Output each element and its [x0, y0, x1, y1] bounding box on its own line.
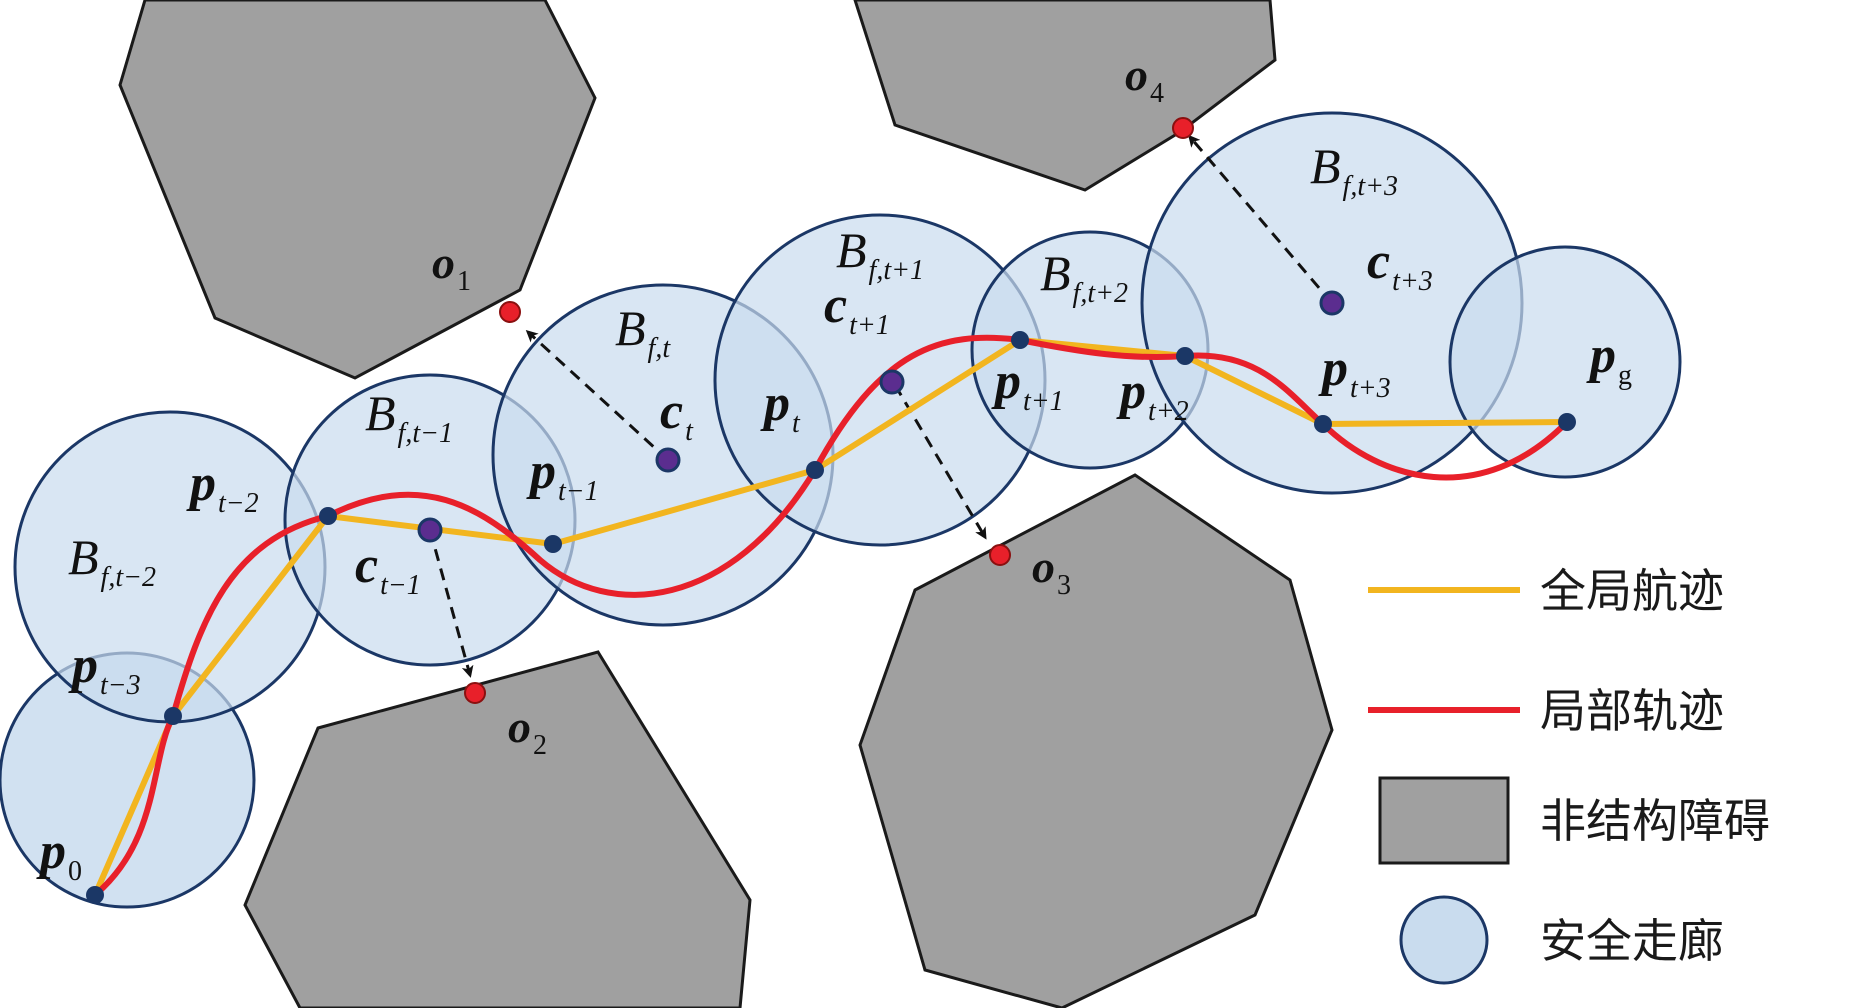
obstacles: [118, 0, 1334, 1008]
label-pt-2: pt−2: [186, 455, 259, 519]
center-ct3: [1319, 290, 1345, 316]
label-p0: p0: [36, 823, 82, 887]
obstacle-polygon-3: [243, 650, 752, 1008]
waypoint-pt: [806, 461, 824, 479]
contact-o3: [989, 544, 1011, 566]
waypoint-pt-3: [164, 707, 182, 725]
waypoints: [86, 331, 1576, 904]
label-ct+3: ct+3: [1367, 233, 1433, 297]
label-Bt: Bf,t: [615, 300, 671, 364]
legend-obstacle-label: 非结构障碍: [1540, 794, 1770, 848]
legend-local-path-label: 局部轨迹: [1540, 684, 1724, 738]
legend-obstacle-swatch: [1378, 776, 1510, 865]
corridor-circle-goal: [1448, 245, 1682, 479]
label-pg: pg: [1586, 327, 1632, 391]
label-o3: o3: [1032, 541, 1071, 601]
legend-corridor-swatch: [1399, 895, 1489, 985]
label-o4: o4: [1125, 49, 1164, 109]
arrow-ct3-to-o4: [1188, 134, 1334, 304]
legend-corridor-label: 安全走廊: [1540, 914, 1724, 968]
label-pt+2: pt+2: [1116, 363, 1189, 427]
waypoint-pt-2: [319, 507, 337, 525]
obstacle-polygon-1: [118, 0, 597, 380]
contact-o4: [1172, 117, 1194, 139]
label-pt: pt: [760, 375, 801, 439]
label-pt+3: pt+3: [1318, 340, 1391, 404]
obstacle-polygon-4: [858, 473, 1334, 1008]
label-Bt+1: Bf,t+1: [836, 222, 924, 286]
corridor-circle-t-2: [13, 410, 327, 724]
label-ct+1: ct+1: [824, 277, 890, 341]
waypoint-p0: [86, 886, 104, 904]
label-Bt-2: Bf,t−2: [68, 529, 156, 593]
local-trajectory: [93, 334, 1570, 898]
arrow-ct-1-to-o2: [428, 529, 474, 678]
arrow-ct-to-o1: [525, 329, 670, 462]
label-ct-1: ct−1: [355, 537, 421, 601]
waypoint-pg: [1558, 413, 1576, 431]
waypoint-pt-1: [544, 535, 562, 553]
waypoint-pt+3: [1314, 415, 1332, 433]
label-pt-1: pt−1: [526, 443, 599, 507]
label-ct: ct: [660, 383, 694, 447]
legend-global-path-label: 全局航迹: [1540, 564, 1724, 618]
label-Bt-1: Bf,t−1: [365, 385, 453, 449]
center-ct: [655, 447, 681, 473]
center-ct-1: [417, 517, 443, 543]
label-pt+1: pt+1: [991, 353, 1064, 417]
label-o1: o1: [432, 237, 471, 297]
label-o2: o2: [508, 701, 547, 761]
label-Bt+3: Bf,t+3: [1310, 138, 1398, 202]
corridor-centers: [417, 290, 1345, 543]
legend: 全局航迹 局部轨迹 非结构障碍 安全走廊: [1368, 564, 1770, 985]
center-ct1: [879, 369, 905, 395]
waypoint-pt+2: [1176, 347, 1194, 365]
label-Bt+2: Bf,t+2: [1040, 245, 1128, 309]
contact-points: [464, 117, 1194, 704]
label-pt-3: pt−3: [68, 637, 141, 701]
waypoint-pt+1: [1011, 331, 1029, 349]
contact-o2: [464, 682, 486, 704]
contact-o1: [499, 301, 521, 323]
